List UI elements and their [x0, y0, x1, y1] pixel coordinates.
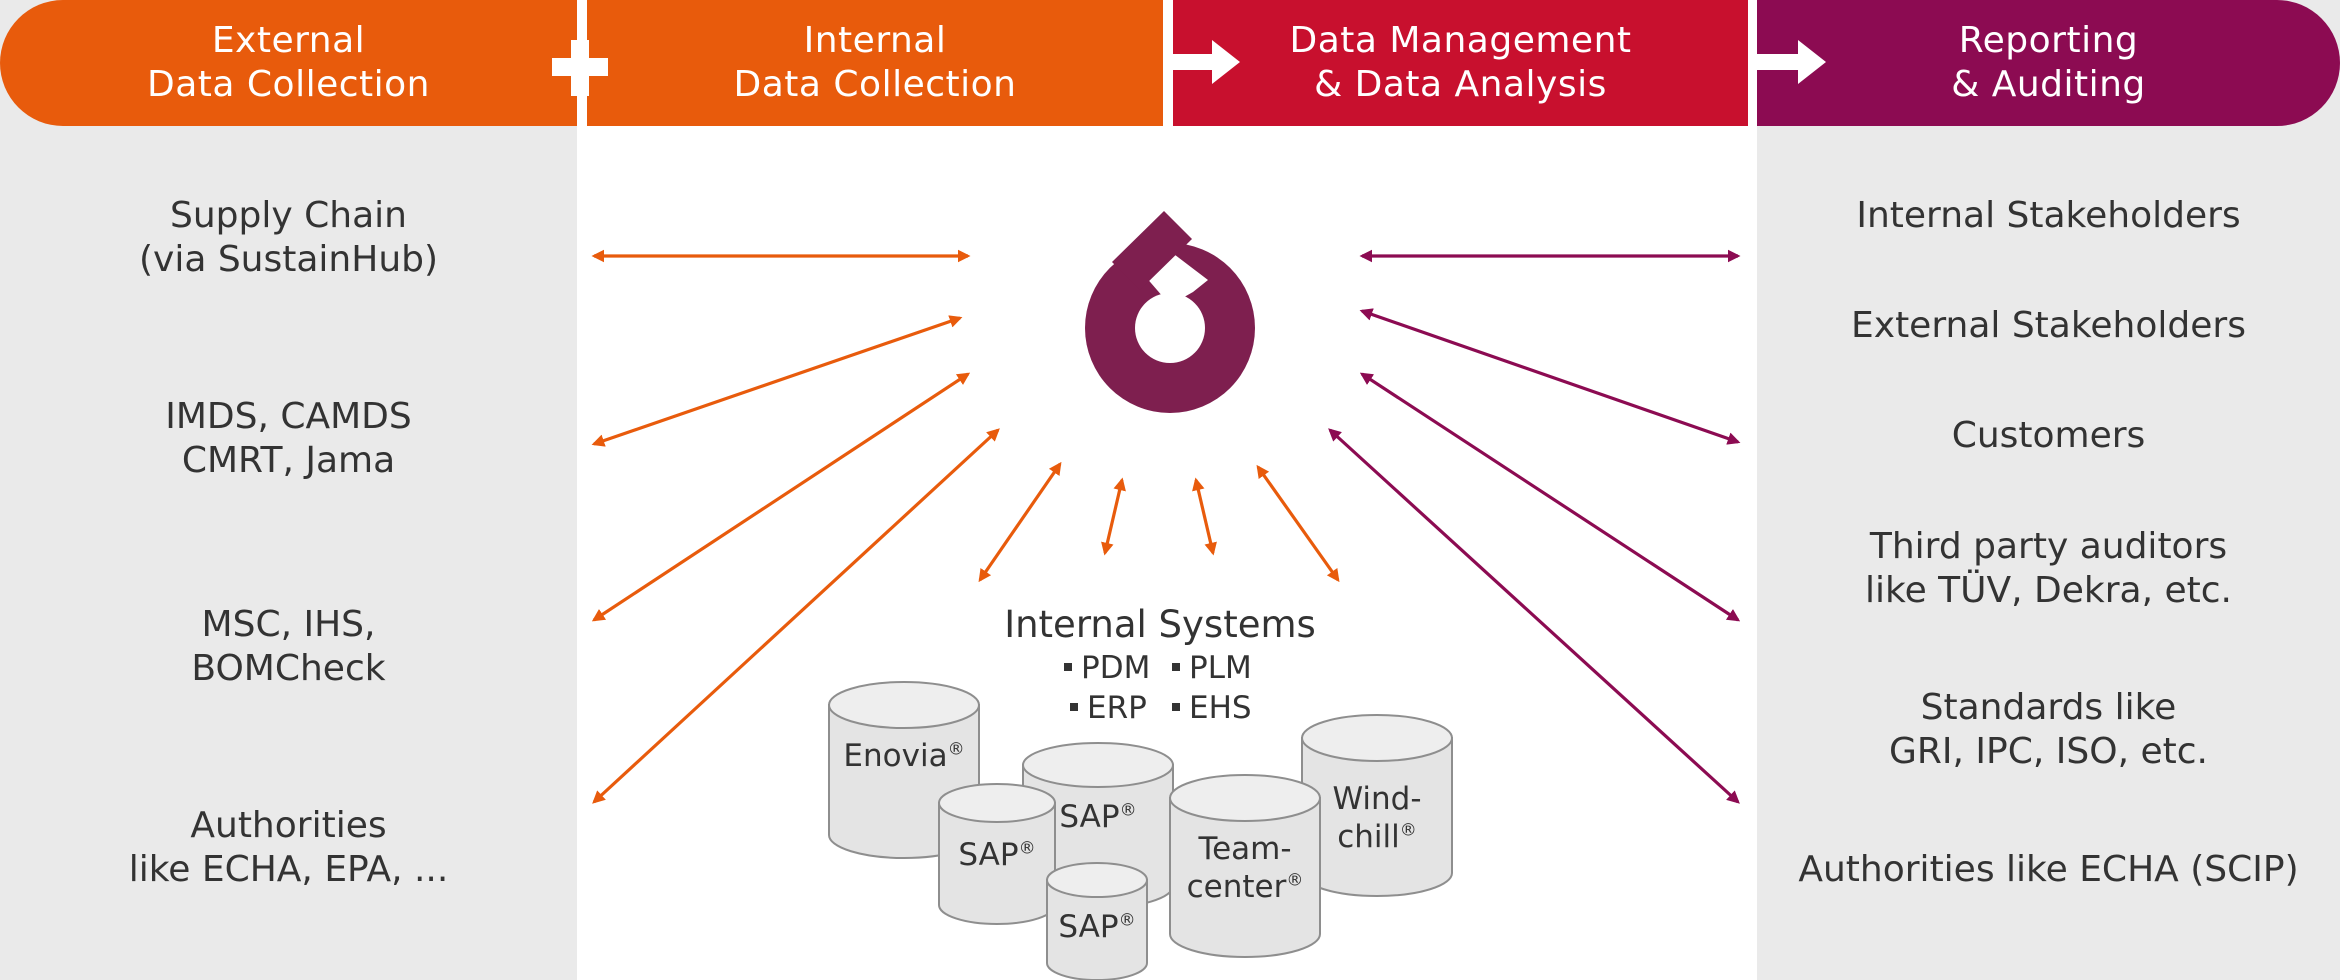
database-name: chill [1337, 819, 1400, 855]
arrow-right-icon [1748, 40, 1826, 84]
reporting-target-customers: Customers [1757, 414, 2340, 458]
registered-mark: ® [1118, 910, 1136, 931]
database-name: SAP [1058, 909, 1119, 945]
arrow-internal-1 [978, 461, 1062, 583]
header-line: Reporting [1958, 20, 2139, 61]
item-line: like TÜV, Dekra, etc. [1865, 570, 2232, 611]
database-label-sap-center: SAP® [1023, 798, 1173, 836]
header-line: External [211, 20, 366, 61]
collection-arrows [591, 249, 1340, 804]
internal-system-erp: ERP [1070, 689, 1147, 727]
header-data-management: Data Management& Data Analysis [1173, 0, 1748, 126]
database-name: Team- [1198, 831, 1292, 867]
item-line: Third party auditors [1869, 526, 2228, 567]
header-line: Data Collection [147, 64, 430, 105]
arrow-authorities [592, 428, 1000, 804]
item-line: CMRT, Jama [181, 440, 396, 481]
header-line: Internal [803, 20, 947, 61]
external-source-supply-chain: Supply Chain(via SustainHub) [0, 194, 577, 282]
database-cylinder-windchill [1301, 714, 1453, 897]
arrow-third-party [1328, 428, 1740, 804]
reporting-target-internal-stakeholders: Internal Stakeholders [1757, 194, 2340, 238]
arrow-internal-3 [1192, 477, 1217, 556]
database-label-sap-bottom: SAP® [1047, 908, 1147, 946]
database-cylinder-sap-bottom [1046, 862, 1148, 980]
external-source-msc: MSC, IHS,BOMCheck [0, 603, 577, 691]
registered-mark: ® [1399, 820, 1417, 841]
internal-systems-title: Internal Systems [1004, 603, 1316, 646]
header-line: & Auditing [1951, 64, 2146, 105]
database-cylinders [828, 681, 1453, 980]
arrow-msc [591, 372, 971, 622]
registered-mark: ® [947, 739, 965, 760]
database-name: SAP [1059, 799, 1120, 835]
reporting-target-authorities: Authorities like ECHA (SCIP) [1757, 848, 2340, 892]
header-line: & Data Analysis [1314, 64, 1607, 105]
item-line: Internal Stakeholders [1856, 195, 2241, 236]
database-name: center [1186, 869, 1287, 905]
item-line: MSC, IHS, [201, 604, 376, 645]
reporting-target-external-stakeholders: External Stakeholders [1757, 304, 2340, 348]
database-label-sap-left: SAP® [939, 836, 1055, 874]
registered-mark: ® [1286, 870, 1304, 891]
plus-icon [552, 58, 608, 76]
arrow-imds [591, 315, 963, 447]
item-line: Authorities [190, 805, 387, 846]
header-line: Data Management [1289, 20, 1632, 61]
arrow-right-icon [1163, 40, 1240, 84]
item-line: IMDS, CAMDS [165, 396, 412, 437]
item-line: Supply Chain [170, 195, 407, 236]
item-line: like ECHA, EPA, ... [128, 849, 449, 890]
database-label-windchill: Wind-chill® [1302, 780, 1452, 856]
header-reporting-auditing: Reporting& Auditing [1757, 0, 2340, 126]
database-name: SAP [958, 837, 1019, 873]
item-line: BOMCheck [191, 648, 386, 689]
reporting-panel [1757, 0, 2340, 980]
database-cylinder-teamcenter [1169, 774, 1321, 958]
registered-mark: ® [1018, 838, 1036, 859]
arrow-customers [1359, 372, 1741, 622]
external-panel [0, 0, 577, 980]
internal-system-ehs: EHS [1172, 689, 1252, 727]
header-line: Data Collection [733, 64, 1017, 105]
arrow-internal-4 [1256, 464, 1340, 583]
database-label-enovia: Enovia® [829, 737, 979, 775]
item-line: GRI, IPC, ISO, etc. [1889, 731, 2208, 772]
database-name: Wind- [1332, 781, 1422, 817]
logo-icon [1085, 211, 1255, 413]
database-label-teamcenter: Team-center® [1170, 830, 1320, 906]
registered-mark: ® [1119, 800, 1137, 821]
flow-arrows [1163, 40, 1826, 84]
database-name: Enovia [843, 738, 948, 774]
item-line: Standards like [1920, 687, 2177, 728]
item-line: (via SustainHub) [138, 239, 439, 280]
item-line: External Stakeholders [1851, 305, 2246, 346]
internal-system-pdm: PDM [1064, 649, 1150, 687]
reporting-arrows [1328, 249, 1741, 804]
internal-system-plm: PLM [1172, 649, 1252, 687]
item-line: Authorities like ECHA (SCIP) [1798, 849, 2299, 890]
item-line: Customers [1951, 415, 2146, 456]
arrow-internal-2 [1101, 477, 1126, 556]
arrow-external-stakeholders [1359, 308, 1741, 445]
